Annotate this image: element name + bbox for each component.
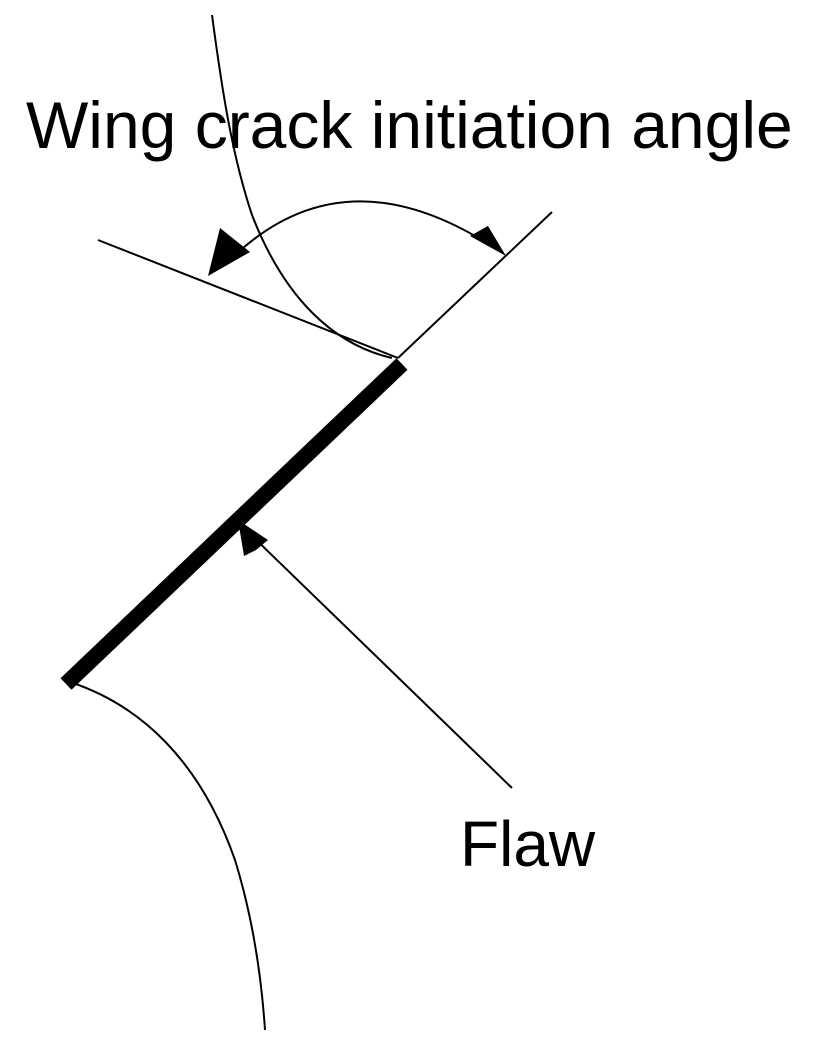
angle-arrowhead-left xyxy=(208,228,250,276)
flaw-leader-line xyxy=(245,529,513,789)
angle-arc xyxy=(227,200,491,263)
angle-arrowhead-right xyxy=(470,226,506,256)
flaw-extension-line xyxy=(397,211,553,359)
lower-wing-crack xyxy=(69,681,266,1031)
flaw-label: Flaw xyxy=(460,808,596,880)
tangent-reference-line xyxy=(97,239,399,359)
upper-wing-crack xyxy=(211,14,393,359)
flaw-leader-arrowhead xyxy=(238,520,268,556)
flaw-bar xyxy=(60,358,408,690)
angle-label: Wing crack initiation angle xyxy=(26,88,793,162)
